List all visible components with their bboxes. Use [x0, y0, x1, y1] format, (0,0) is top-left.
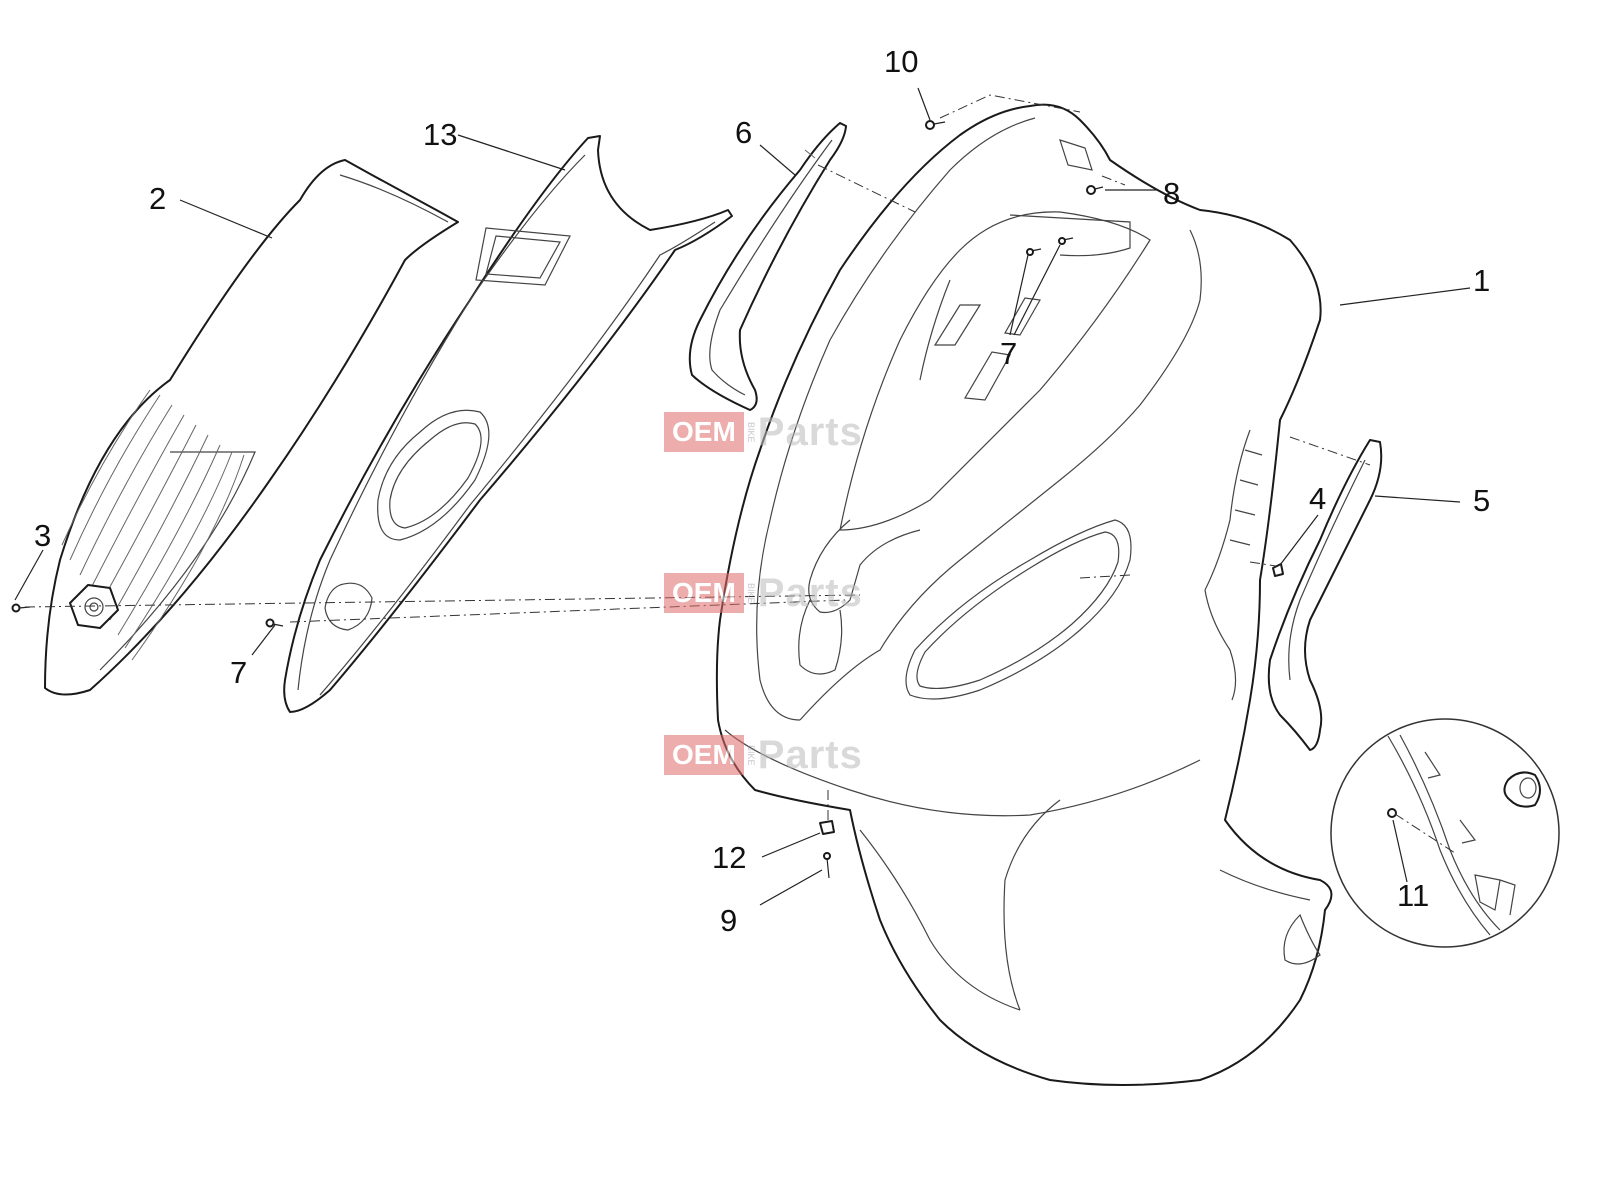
screw-7-right-a-icon: [1026, 248, 1042, 256]
callout-3: 3: [34, 518, 52, 553]
callout-2: 2: [149, 181, 167, 216]
watermark-3: OEM BIKE Parts: [664, 732, 863, 777]
part-2-front-cover: [44, 159, 459, 696]
callout-12: 12: [712, 840, 747, 875]
watermark-1: OEM BIKE Parts: [664, 409, 863, 454]
clip-12-icon: [819, 820, 835, 835]
part-5-right-trim: [1267, 439, 1383, 751]
screw-3-icon: [11, 603, 31, 613]
callout-4: 4: [1309, 481, 1327, 516]
watermark-bike: BIKE: [745, 582, 756, 604]
leader-lines: [14, 87, 1471, 906]
callout-8: 8: [1163, 176, 1181, 211]
screw-11-icon: [1387, 808, 1397, 818]
callout-7-left: 7: [230, 655, 248, 690]
screw-8-icon: [1086, 185, 1104, 195]
watermark-oem: OEM: [664, 412, 744, 452]
watermark-parts: Parts: [757, 570, 863, 615]
fasteners: [11, 120, 1397, 879]
screw-7-right-b-icon: [1058, 237, 1074, 245]
part-2-grille-slats: [61, 389, 245, 661]
callout-13: 13: [423, 117, 458, 152]
watermark-oem: OEM: [664, 735, 744, 775]
callout-1: 1: [1473, 263, 1491, 298]
callout-7-right: 7: [1000, 336, 1018, 371]
callout-11: 11: [1397, 878, 1430, 913]
clip-4-icon: [1272, 563, 1284, 577]
part-13-inner-frame: [283, 135, 733, 713]
screw-9-icon: [823, 852, 831, 879]
part-6-left-trim: [688, 122, 847, 411]
callout-9: 9: [720, 903, 738, 938]
callout-5: 5: [1473, 483, 1491, 518]
detail-view-circle: [1330, 718, 1560, 948]
watermark-bike: BIKE: [745, 421, 756, 443]
watermark-2: OEM BIKE Parts: [664, 570, 863, 615]
watermark-parts: Parts: [757, 732, 863, 777]
screw-10-icon: [925, 120, 946, 130]
callout-10: 10: [884, 44, 919, 79]
screw-7-left-icon: [265, 618, 284, 628]
part-1-front-shield: [715, 103, 1333, 1086]
watermark-oem: OEM: [664, 573, 744, 613]
watermark-parts: Parts: [757, 409, 863, 454]
watermark-bike: BIKE: [745, 744, 756, 766]
callout-6: 6: [735, 115, 753, 150]
